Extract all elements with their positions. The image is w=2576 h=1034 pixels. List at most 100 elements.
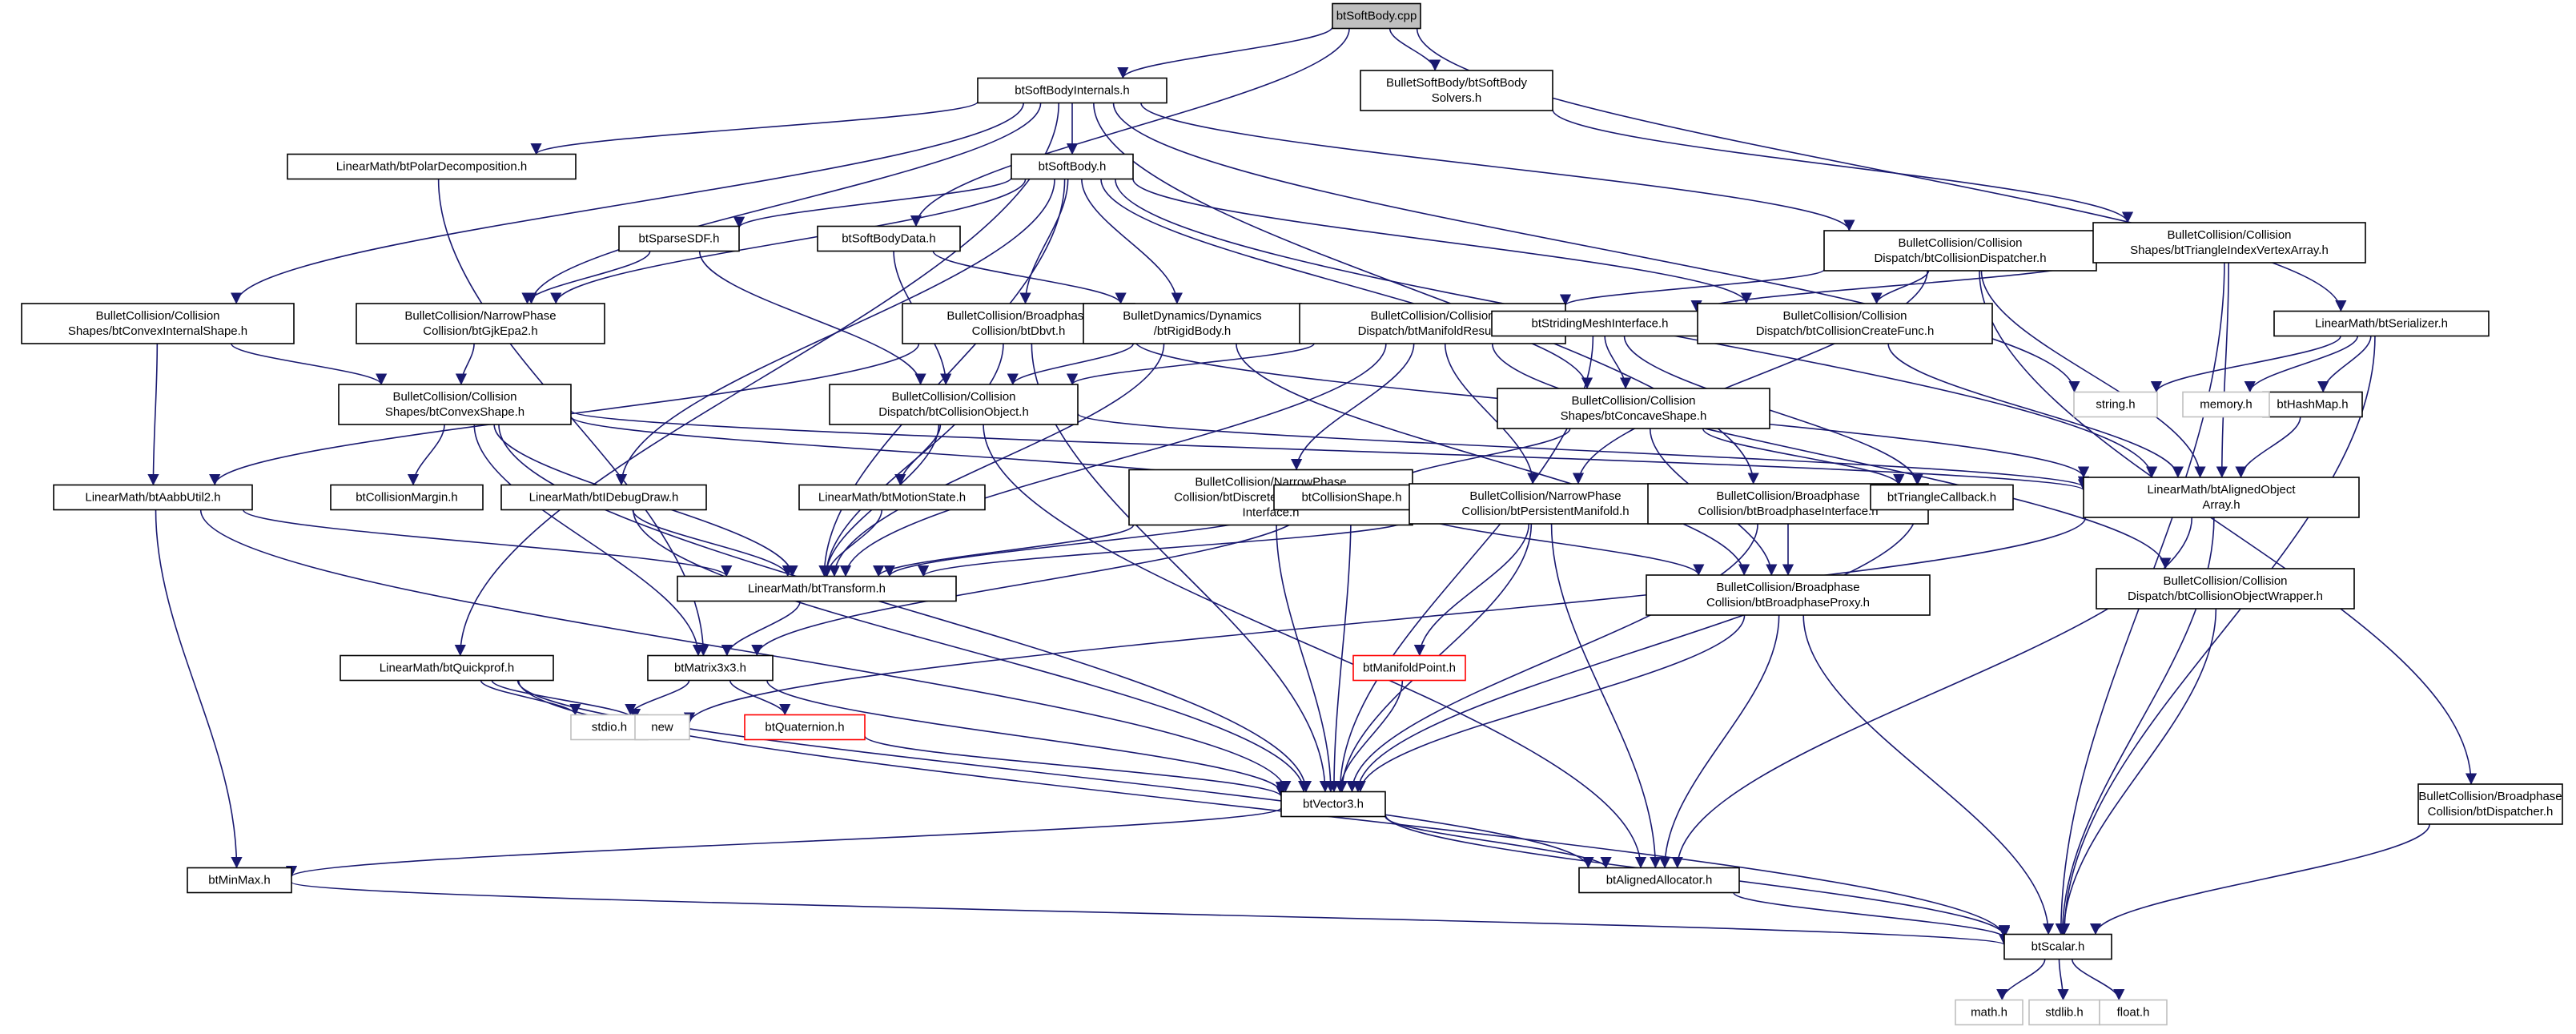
- edge-btConvexInternalShape-h-to-btAabbUtil2-h: [147, 343, 159, 486]
- node-btRigidBody-h[interactable]: BulletDynamics/Dynamics/btRigidBody.h: [1083, 303, 1302, 344]
- node-label: Collision/btBroadphaseInterface.h: [1698, 505, 1878, 518]
- node-btManifoldPoint-h[interactable]: btManifoldPoint.h: [1352, 654, 1466, 682]
- edge-btSerializer-h-to-string-h: [2150, 336, 2341, 393]
- node-label: memory.h: [2200, 398, 2252, 412]
- node-btHashMap-h[interactable]: btHashMap.h: [2262, 391, 2363, 418]
- edge-btRigidBody-h-to-btBroadphaseProxy-h: [1236, 343, 1750, 576]
- node-btSparseSDF-h[interactable]: btSparseSDF.h: [618, 225, 740, 252]
- node-box: [2073, 391, 2158, 418]
- node-btVector3-h[interactable]: btVector3.h: [1280, 791, 1386, 818]
- node-btScalar-h[interactable]: btScalar.h: [2003, 933, 2112, 960]
- edge-btSerializer-h-to-btScalar-h: [2058, 336, 2376, 935]
- edge-btQuickprof-h-to-new: [491, 680, 641, 721]
- node-label: LinearMath/btMotionState.h: [818, 491, 966, 505]
- node-box: [1352, 654, 1466, 682]
- node-label: BulletCollision/NarrowPhase: [404, 309, 556, 323]
- node-btSerializer-h[interactable]: LinearMath/btSerializer.h: [2273, 310, 2490, 337]
- node-btMotionState-h[interactable]: LinearMath/btMotionState.h: [798, 484, 986, 511]
- node-label: Collision/btBroadphaseProxy.h: [1706, 596, 1870, 610]
- node-btCollisionDispatcher-h[interactable]: BulletCollision/CollisionDispatch/btColl…: [1823, 230, 2097, 272]
- node-box: [1578, 867, 1740, 894]
- node-btTransform-h[interactable]: LinearMath/btTransform.h: [677, 575, 957, 602]
- node-box: [829, 384, 1079, 425]
- node-label: stdio.h: [592, 721, 627, 734]
- node-btCollisionShape-h[interactable]: btCollisionShape.h: [1273, 484, 1430, 511]
- node-box: [1823, 230, 2097, 272]
- node-btTriangleIndexVertexArray-h[interactable]: BulletCollision/CollisionShapes/btTriang…: [2092, 222, 2366, 264]
- node-new[interactable]: new: [634, 714, 690, 741]
- node-box: [1955, 999, 2023, 1026]
- node-btGjkEpa2-h[interactable]: BulletCollision/NarrowPhaseCollision/btG…: [356, 303, 605, 344]
- node-memory-h[interactable]: memory.h: [2182, 391, 2270, 418]
- node-btMatrix3x3-h[interactable]: btMatrix3x3.h: [647, 654, 774, 682]
- node-float-h[interactable]: float.h: [2099, 999, 2168, 1026]
- node-label: btStridingMeshInterface.h: [1532, 317, 1669, 331]
- node-label: Collision/btDispatcher.h: [2428, 805, 2554, 819]
- edge-btDispatcher-h-to-btScalar-h: [2089, 823, 2430, 935]
- node-btQuaternion-h[interactable]: btQuaternion.h: [744, 714, 866, 741]
- node-btCollisionObject-h[interactable]: BulletCollision/CollisionDispatch/btColl…: [829, 384, 1079, 425]
- node-string-h[interactable]: string.h: [2073, 391, 2158, 418]
- node-label: string.h: [2096, 398, 2135, 412]
- node-btQuickprof-h[interactable]: LinearMath/btQuickprof.h: [340, 654, 554, 682]
- node-label: Dispatch/btManifoldResult.h: [1358, 324, 1508, 338]
- edge-btSoftBodyInternals-h-to-string-h: [1112, 103, 2080, 393]
- node-label: BulletCollision/Collision: [1571, 394, 1695, 408]
- node-btPersistentManifold-h[interactable]: BulletCollision/NarrowPhaseCollision/btP…: [1409, 483, 1682, 525]
- node-label: BulletCollision/Broadphase: [1716, 489, 1859, 503]
- node-btDispatcher-h[interactable]: BulletCollision/BroadphaseCollision/btDi…: [2417, 783, 2563, 825]
- edge-btScalar-h-to-math-h: [1996, 959, 2046, 1001]
- edge-btGjkEpa2-h-to-btConvexShape-h: [455, 343, 475, 385]
- node-btConvexShape-h[interactable]: BulletCollision/CollisionShapes/btConvex…: [338, 384, 572, 425]
- node-btAlignedAllocator-h[interactable]: btAlignedAllocator.h: [1578, 867, 1740, 894]
- node-btConcaveShape-h[interactable]: BulletCollision/CollisionShapes/btConcav…: [1497, 388, 1770, 429]
- node-btAabbUtil2-h[interactable]: LinearMath/btAabbUtil2.h: [53, 484, 253, 511]
- node-label: BulletCollision/Broadphase: [946, 309, 1090, 323]
- edge-btBroadphaseInterface-h-to-btVector3-h: [1346, 523, 1758, 793]
- edge-btConvexShape-h-to-btVector3-h: [498, 424, 1312, 793]
- edge-btSoftBody-h-to-btGjkEpa2-h: [550, 179, 1027, 304]
- node-box: [2096, 568, 2355, 610]
- node-box: [618, 225, 740, 252]
- edge-btSoftBody-h-to-btSparseSDF-h: [733, 177, 1012, 228]
- edge-btSoftBody-h-to-btRigidBody-h: [1081, 179, 1184, 304]
- node-label: btSoftBodyInternals.h: [1015, 84, 1129, 98]
- node-label: btTriangleCallback.h: [1887, 491, 1996, 505]
- edge-btCollisionDispatcher-h-to-btDispatcher-h: [1979, 270, 2478, 785]
- node-btCollisionMargin-h[interactable]: btCollisionMargin.h: [330, 484, 484, 511]
- node-label: LinearMath/btIDebugDraw.h: [529, 491, 679, 505]
- node-math-h[interactable]: math.h: [1955, 999, 2023, 1026]
- node-btSoftBodyData-h[interactable]: btSoftBodyData.h: [817, 225, 961, 252]
- node-btSoftBody-h[interactable]: btSoftBody.h: [1011, 153, 1134, 180]
- edge-btBroadphaseProxy-h-to-btVector3-h: [1354, 614, 1746, 793]
- node-btCollisionCreateFunc-h[interactable]: BulletCollision/CollisionDispatch/btColl…: [1697, 303, 1993, 344]
- node-box: [1497, 388, 1770, 429]
- node-btCollisionObjectWrapper-h[interactable]: BulletCollision/CollisionDispatch/btColl…: [2096, 568, 2355, 610]
- node-label: new: [651, 721, 673, 734]
- node-label: btCollisionMargin.h: [356, 491, 458, 505]
- node-btStridingMeshInterface-h[interactable]: btStridingMeshInterface.h: [1491, 310, 1709, 337]
- node-box: [1332, 2, 1421, 30]
- edge-btCollisionCreateFunc-h-to-btAlignedObjectArray-h: [1887, 343, 2184, 478]
- node-label: math.h: [1971, 1006, 2007, 1020]
- node-btBroadphaseProxy-h[interactable]: BulletCollision/BroadphaseCollision/btBr…: [1646, 574, 1931, 616]
- edge-btSoftBodyData-h-to-btRigidBody-h: [932, 251, 1127, 304]
- node-btMinMax-h[interactable]: btMinMax.h: [187, 867, 292, 894]
- node-btConvexInternalShape-h[interactable]: BulletCollision/CollisionShapes/btConvex…: [21, 303, 295, 344]
- node-label: /btRigidBody.h: [1154, 324, 1231, 338]
- edge-btManifoldResult-h-to-btCollisionObjectWrapper-h: [1491, 343, 2172, 569]
- node-btPolarDecomposition-h[interactable]: LinearMath/btPolarDecomposition.h: [287, 153, 577, 180]
- node-box: [2273, 310, 2490, 337]
- node-label: LinearMath/btTransform.h: [748, 582, 886, 596]
- node-stdlib-h[interactable]: stdlib.h: [2028, 999, 2100, 1026]
- edge-btSoftBody-h-to-btCollisionCreateFunc-h: [1132, 179, 1752, 304]
- node-btSoftBodyInternals-h[interactable]: btSoftBodyInternals.h: [977, 77, 1167, 104]
- edge-btManifoldResult-h-to-btDiscreteCollisionDetectorInterface-h: [1290, 343, 1415, 471]
- node-btIDebugDraw-h[interactable]: LinearMath/btIDebugDraw.h: [500, 484, 707, 511]
- node-label: btCollisionShape.h: [1301, 491, 1401, 505]
- node-btTriangleCallback-h[interactable]: btTriangleCallback.h: [1870, 484, 2014, 511]
- node-box: [500, 484, 707, 511]
- node-btSoftBody-cpp[interactable]: btSoftBody.cpp: [1332, 2, 1421, 30]
